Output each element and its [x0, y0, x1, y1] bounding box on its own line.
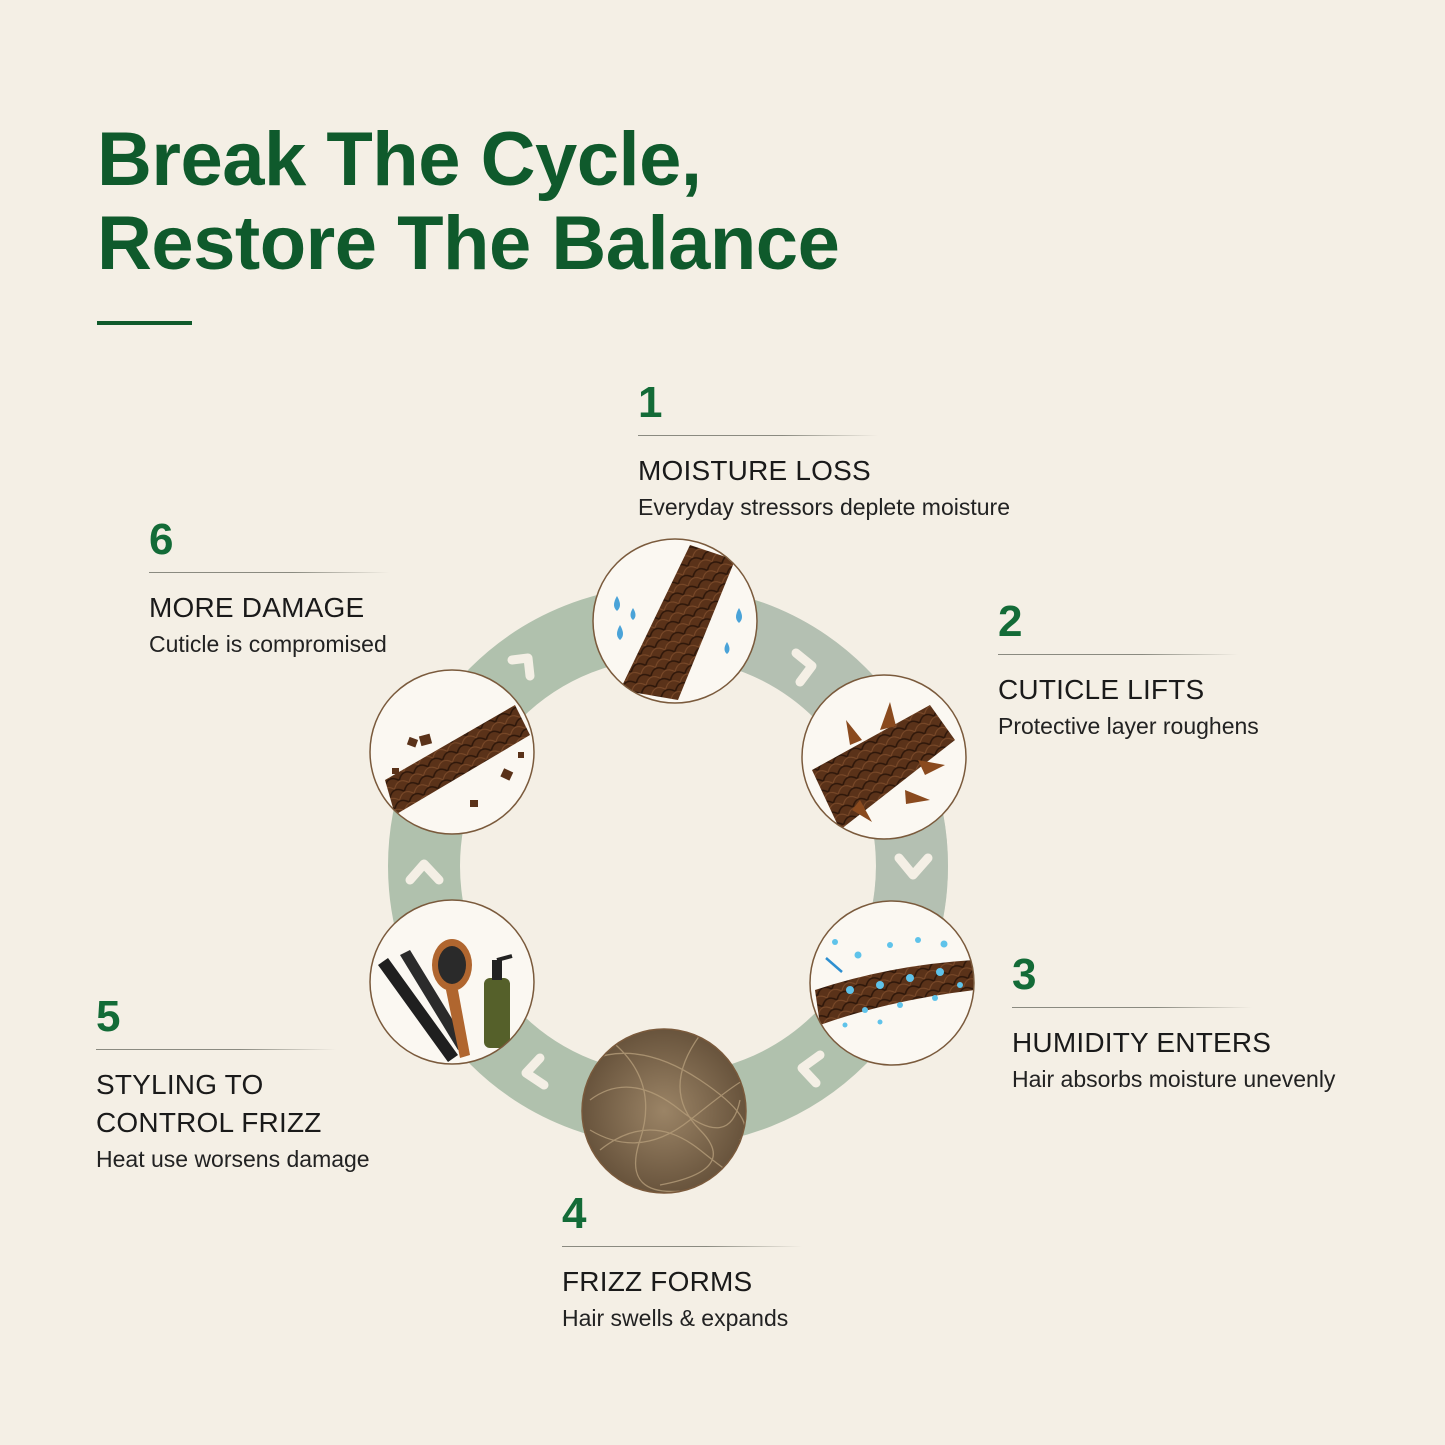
step-1: 1 MOISTURE LOSS Everyday stressors deple… — [638, 381, 1078, 522]
step-description: Hair swells & expands — [562, 1305, 789, 1331]
step-divider — [149, 572, 389, 573]
step-description: Everyday stressors deplete moisture — [638, 494, 1010, 520]
step-number: 2 — [998, 597, 1023, 646]
step-2: 2 CUTICLE LIFTS Protective layer roughen… — [998, 600, 1398, 741]
hair-humidity-icon — [809, 900, 975, 1066]
step-divider — [638, 435, 878, 436]
frizzy-hair-icon — [581, 1028, 747, 1194]
step-3: 3 HUMIDITY ENTERS Hair absorbs moisture … — [1012, 953, 1432, 1094]
step-number: 1 — [638, 378, 663, 427]
hair-lifted-cuticle-icon — [801, 674, 967, 840]
hair-water-droplets-icon — [592, 538, 758, 704]
chevron-up-right-icon — [507, 653, 535, 681]
title-underline — [97, 321, 192, 325]
step-description: Hair absorbs moisture unevenly — [1012, 1066, 1336, 1092]
step-description: Protective layer roughens — [998, 713, 1259, 739]
title-line-2: Restore The Balance — [97, 201, 840, 286]
step-4: 4 FRIZZ FORMS Hair swells & expands — [562, 1192, 962, 1333]
chevron-left-icon — [521, 1053, 549, 1090]
step-heading: MORE DAMAGE — [149, 592, 365, 623]
chevron-up-icon — [405, 859, 444, 885]
chevron-right-icon — [791, 648, 817, 687]
step-heading: FRIZZ FORMS — [562, 1266, 753, 1297]
styling-tools-icon — [369, 899, 535, 1065]
step-heading: HUMIDITY ENTERS — [1012, 1027, 1272, 1058]
step-description: Heat use worsens damage — [96, 1146, 370, 1172]
chevron-down-icon — [894, 853, 933, 880]
step-5: 5 STYLING TO CONTROL FRIZZ Heat use wors… — [96, 995, 456, 1174]
step-description: Cuticle is compromised — [149, 631, 387, 657]
step-heading-line-2: CONTROL FRIZZ — [96, 1107, 322, 1138]
step-number: 4 — [562, 1189, 587, 1238]
step-number: 3 — [1012, 950, 1037, 999]
cycle-ring-shade — [388, 586, 948, 1146]
step-divider — [562, 1246, 802, 1247]
step-divider — [998, 654, 1238, 655]
page-title: Break The Cycle, Restore The Balance — [97, 117, 840, 286]
step-heading-line-1: STYLING TO — [96, 1069, 264, 1100]
step-divider — [1012, 1007, 1252, 1008]
title-line-1: Break The Cycle, — [97, 117, 702, 202]
step-heading: MOISTURE LOSS — [638, 455, 871, 486]
step-divider — [96, 1049, 336, 1050]
chevron-left-icon — [797, 1050, 825, 1088]
step-heading: CUTICLE LIFTS — [998, 674, 1205, 705]
step-6: 6 MORE DAMAGE Cuticle is compromised — [149, 518, 509, 659]
step-number: 5 — [96, 992, 121, 1041]
hair-breakage-icon — [369, 669, 535, 835]
step-number: 6 — [149, 515, 174, 564]
